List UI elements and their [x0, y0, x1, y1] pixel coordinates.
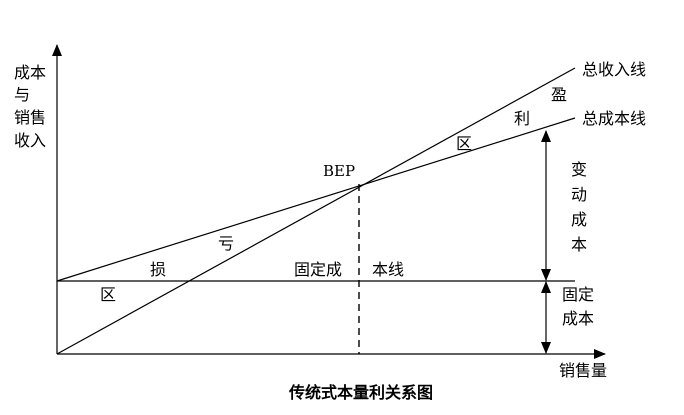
bep-label: BEP: [323, 162, 355, 180]
variable-cost-char-1: 变: [571, 160, 587, 179]
fixed-cost-line-label-right: 本线: [372, 260, 404, 279]
diagram-caption: 传统式本量利关系图: [288, 383, 433, 402]
y-axis-label-line-4: 收入: [14, 131, 46, 150]
y-axis-label-line-2: 与: [14, 85, 30, 104]
profit-region-char-2: 利: [514, 109, 530, 128]
fixed-cost-label-line-1: 固定: [562, 285, 594, 304]
total-cost-label: 总成本线: [582, 109, 646, 128]
variable-cost-char-4: 本: [571, 235, 587, 254]
variable-cost-char-3: 成: [571, 210, 587, 229]
profit-region-char-1: 盈: [551, 85, 567, 104]
y-axis-label-line-3: 销售: [14, 108, 46, 127]
fixed-cost-line-label-left: 固定成: [294, 260, 342, 279]
loss-region-char-3: 区: [100, 285, 116, 304]
profit-region-char-3: 区: [456, 134, 472, 153]
y-axis-label-line-1: 成本: [14, 63, 46, 82]
loss-region-char-1: 亏: [218, 234, 234, 253]
x-axis-label: 销售量: [559, 361, 607, 380]
variable-cost-char-2: 动: [571, 185, 587, 204]
total-revenue-line: [56, 67, 576, 355]
fixed-cost-label-line-2: 成本: [562, 309, 594, 328]
loss-region-char-2: 损: [150, 260, 166, 279]
total-cost-line: [56, 117, 576, 282]
total-revenue-label: 总收入线: [582, 60, 646, 79]
